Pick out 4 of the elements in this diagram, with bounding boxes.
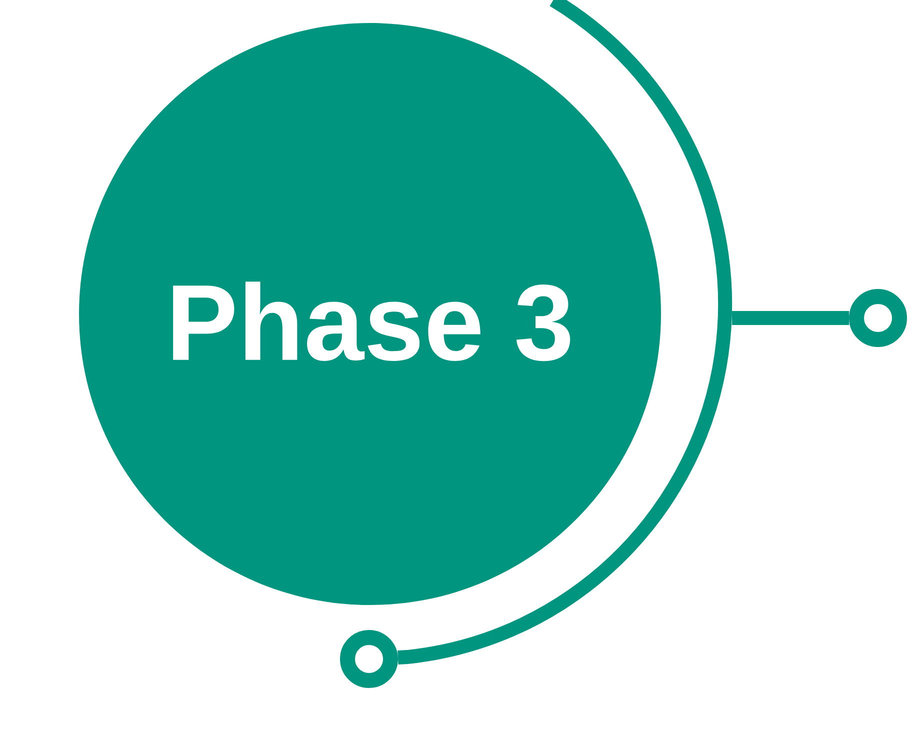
- connector-line: [732, 311, 849, 325]
- ring-marker: [340, 630, 398, 688]
- ring-marker: [849, 289, 907, 347]
- arc-line: [398, 0, 732, 664]
